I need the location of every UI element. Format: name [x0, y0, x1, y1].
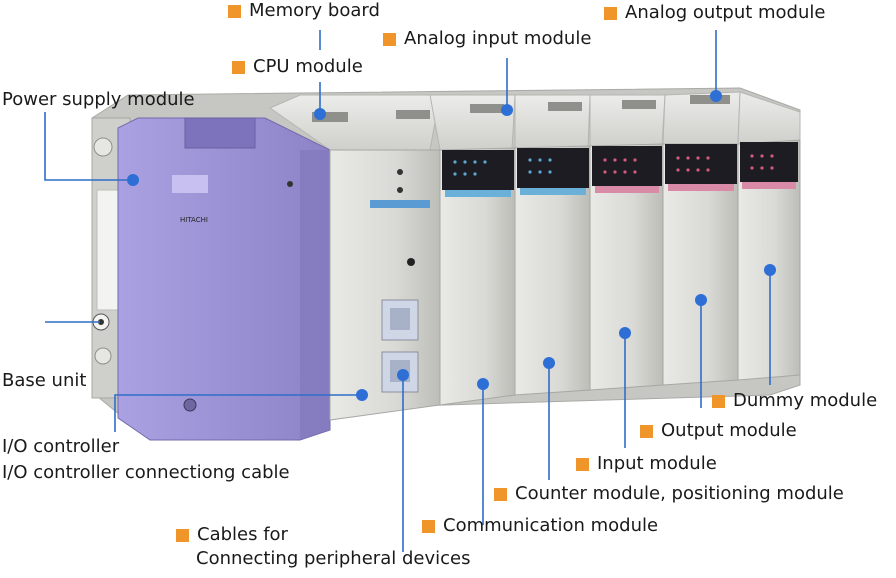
- power-supply-module-body: HITACHI: [117, 117, 331, 441]
- label-cpu-module-text: CPU module: [253, 56, 363, 77]
- label-analog-input-text: Analog input module: [404, 28, 592, 49]
- label-io-controller-text: I/O controller: [2, 436, 120, 457]
- io-modules: [439, 139, 801, 406]
- marker-square-icon: [576, 457, 589, 471]
- label-base-unit-text: Base unit: [2, 370, 87, 391]
- label-counter: Counter module, positioning module: [494, 483, 844, 505]
- marker-square-icon: [176, 528, 189, 542]
- marker-square-icon: [228, 4, 241, 18]
- cpu-module-body: [329, 149, 441, 421]
- marker-square-icon: [712, 394, 725, 408]
- label-memory-board-text: Memory board: [249, 0, 380, 21]
- marker-square-icon: [494, 487, 507, 501]
- label-connecting-peripheral-text: Connecting peripheral devices: [196, 548, 471, 569]
- leader-dots: [127, 90, 776, 401]
- label-dummy-module-text: Dummy module: [733, 390, 878, 411]
- label-communication: Communication module: [422, 515, 658, 537]
- label-input-module-text: Input module: [597, 453, 717, 474]
- label-power-supply: Power supply module: [2, 89, 195, 111]
- label-communication-text: Communication module: [443, 515, 659, 536]
- label-counter-text: Counter module, positioning module: [515, 483, 844, 504]
- label-analog-output: Analog output module: [604, 2, 825, 24]
- label-cables-for: Cables for: [176, 524, 288, 546]
- brand-text: HITACHI: [180, 216, 208, 224]
- leader-io-controller: [114, 394, 362, 432]
- label-cpu-module: CPU module: [232, 56, 363, 78]
- label-memory-board: Memory board: [228, 0, 380, 22]
- leader-power-supply: [44, 112, 133, 181]
- label-output-module-text: Output module: [661, 420, 797, 441]
- label-analog-output-text: Analog output module: [625, 2, 826, 23]
- leader-lines: [44, 30, 771, 552]
- marker-square-icon: [383, 32, 396, 46]
- label-analog-input: Analog input module: [383, 28, 591, 50]
- label-cables-for-text: Cables for: [197, 524, 288, 545]
- label-io-cable-text: I/O controller connectiong cable: [2, 462, 290, 483]
- label-connecting-peripheral: Connecting peripheral devices: [196, 548, 470, 570]
- label-base-unit: Base unit: [2, 370, 86, 392]
- marker-square-icon: [422, 519, 435, 533]
- label-dummy-module: Dummy module: [712, 390, 877, 412]
- marker-square-icon: [604, 6, 617, 20]
- label-input-module: Input module: [576, 453, 717, 475]
- label-power-supply-text: Power supply module: [2, 89, 195, 110]
- marker-square-icon: [232, 60, 245, 74]
- label-output-module: Output module: [640, 420, 797, 442]
- label-io-controller: I/O controller: [2, 436, 119, 458]
- module-top-edges: [268, 91, 801, 151]
- marker-square-icon: [640, 424, 653, 438]
- label-io-cable: I/O controller connectiong cable: [2, 462, 290, 484]
